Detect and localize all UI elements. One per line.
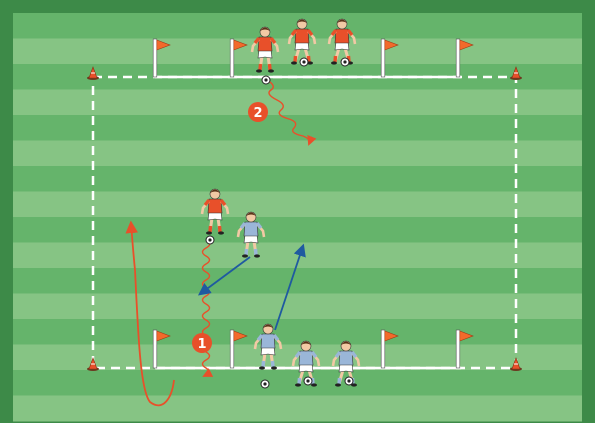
grass-stripe [13,191,582,218]
ball-icon [303,376,313,386]
step-1-label: 1 [197,337,206,352]
corner-flag-icon [380,329,399,369]
ball-icon [299,57,309,67]
blue-player [236,211,266,258]
step-2-label: 2 [253,106,262,121]
cone-icon [510,66,522,80]
corner-flag-icon [229,329,248,369]
corner-flag-icon [380,38,399,78]
red-player [200,188,230,245]
grass-stripe [13,115,582,141]
run-path-step-1 [125,220,175,407]
corner-flag-icon [152,329,171,369]
grass-stripe [13,166,582,192]
corner-flag-icon [455,329,474,369]
red-player [287,18,317,67]
pass-arrow-2 [274,243,306,331]
corner-flag-icon [152,38,171,78]
ball-icon [344,376,354,386]
players [200,18,361,389]
ball-icon [260,379,270,389]
red-player [250,26,280,85]
grass-stripes [13,13,582,422]
ball-icon [340,57,350,67]
dribble-path-step-2 [266,79,317,146]
grass-stripe [13,293,582,320]
flags [152,38,474,369]
grass-stripe [13,395,582,422]
blue-player [331,340,361,387]
pass-arrow-1 [197,256,251,296]
cone-icon [510,357,522,371]
blue-player [253,323,283,389]
grass-stripe [13,268,582,294]
cones [87,66,522,371]
cone-icon [87,357,99,371]
ball-icon [205,235,215,245]
cone-icon [87,66,99,80]
movement-paths [125,79,317,407]
corner-flag-icon [455,38,474,78]
step-2-marker: 2 [248,102,268,122]
red-player [327,18,357,67]
step-1-marker: 1 [192,333,212,353]
blue-player [291,340,321,387]
grass-stripe [13,319,582,345]
grass-stripe [13,140,582,167]
grass-stripe [13,89,582,116]
grass-stripe [13,217,582,243]
ball-icon [261,75,271,85]
corner-flag-icon [229,38,248,78]
dribble-path-step-1 [201,239,214,377]
